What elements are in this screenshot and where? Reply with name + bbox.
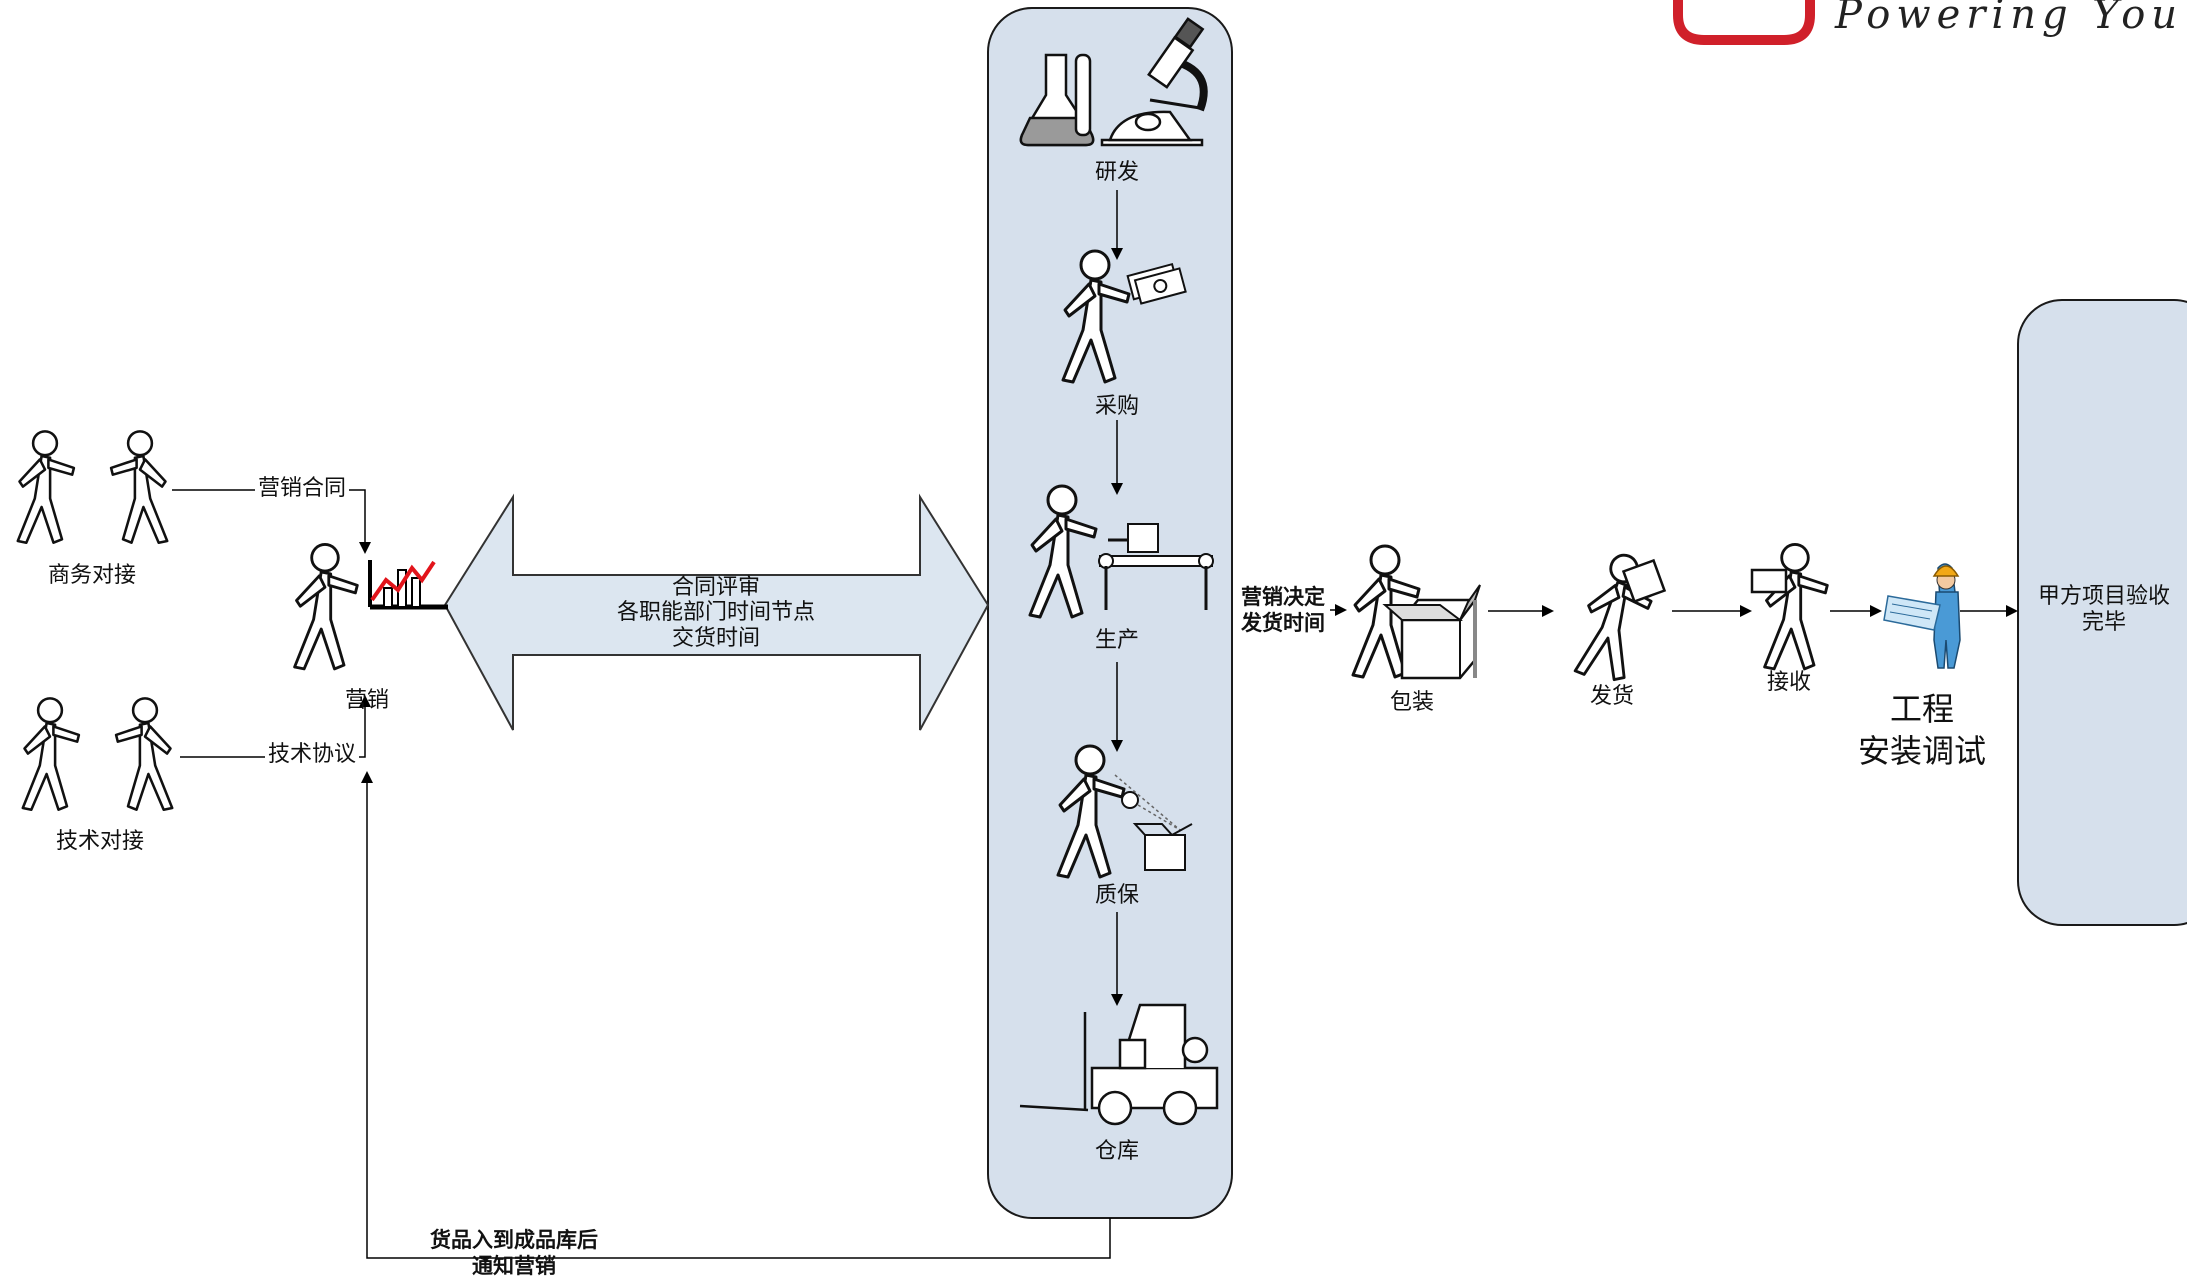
step-qa: 质保 <box>1094 883 1140 908</box>
technical-handshake-icon <box>21 697 174 811</box>
receive-icon <box>1750 543 1829 671</box>
step-receive: 接收 <box>1766 670 1812 695</box>
production-icon <box>1028 484 1214 619</box>
contract-connector <box>172 489 371 554</box>
review-arrow <box>443 493 990 731</box>
final-line-1: 甲方项目验收 <box>2037 584 2171 609</box>
step-dispatch: 发货 <box>1589 684 1635 709</box>
business-handshake-icon <box>16 430 169 544</box>
packaging-icon <box>1351 544 1481 680</box>
notice-connector <box>361 771 1111 1259</box>
agreement-label: 技术协议 <box>265 742 360 769</box>
notice-line-1: 货品入到成品库后 <box>430 1228 598 1252</box>
notice-line-2: 通知营销 <box>472 1254 556 1278</box>
review-line-3: 交货时间 <box>671 626 761 651</box>
logo-mark <box>1673 0 1815 45</box>
install-line-2: 安装调试 <box>1857 732 1987 770</box>
step-warehouse: 仓库 <box>1094 1139 1140 1164</box>
acceptance-panel <box>2017 299 2187 926</box>
marketing-label: 营销 <box>344 688 390 713</box>
review-line-2: 各职能部门时间节点 <box>616 600 816 625</box>
lab-equipment-icon <box>1019 17 1208 147</box>
business-label: 商务对接 <box>47 563 137 588</box>
agreement-connector <box>180 695 371 758</box>
purchasing-icon <box>1061 249 1187 384</box>
install-line-1: 工程 <box>1889 690 1955 728</box>
contract-label: 营销合同 <box>255 476 350 503</box>
step-packaging: 包装 <box>1389 690 1435 715</box>
production-panel <box>987 7 1233 1219</box>
installation-worker-icon <box>1883 563 1961 669</box>
dispatch-icon <box>1573 548 1667 686</box>
technical-label: 技术对接 <box>55 829 145 854</box>
step-production: 生产 <box>1094 628 1140 653</box>
step-rnd: 研发 <box>1094 160 1140 185</box>
decision-line-2: 发货时间 <box>1241 611 1325 635</box>
step-purchasing: 采购 <box>1094 394 1140 419</box>
decision-line-1: 营销决定 <box>1241 585 1325 609</box>
marketing-icon <box>293 543 448 671</box>
final-line-2: 完毕 <box>2081 610 2127 635</box>
quality-assurance-icon <box>1056 744 1193 879</box>
forklift-icon <box>1019 1003 1219 1126</box>
logo-slogan: Powering You <box>1835 0 2184 38</box>
review-line-1: 合同评审 <box>671 575 761 600</box>
